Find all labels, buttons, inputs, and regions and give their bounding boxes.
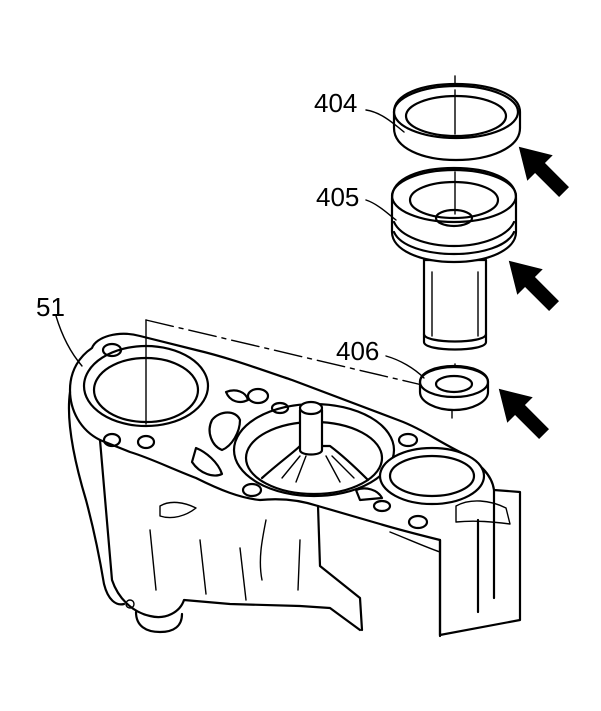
sleeve-bore: [408, 180, 500, 220]
plate-passage: [208, 411, 242, 452]
sleeve-stem-end: [422, 332, 488, 343]
label-404: 404: [314, 88, 357, 118]
bolt-hole-icon: [125, 599, 135, 609]
seal-ring-outer: [392, 82, 522, 162]
leader-lines: [55, 109, 425, 379]
plate-hole-icon: [397, 432, 419, 448]
leader-406: [385, 355, 425, 379]
housing-bottom-boss: [134, 610, 184, 634]
washer-hole: [434, 374, 474, 394]
plate-hole-icon: [136, 434, 156, 450]
plate-passage: [354, 487, 384, 502]
housing-rib-details: [149, 500, 511, 601]
housing-right-wall: [438, 488, 496, 638]
washer-outer: [418, 364, 490, 412]
label-405: 405: [316, 182, 359, 212]
arrow-406-icon: [498, 388, 549, 439]
right-bore-inner: [388, 454, 476, 498]
arrow-405-icon: [508, 260, 559, 311]
sleeve-head: [390, 166, 518, 264]
plate-hole-icon: [246, 387, 270, 405]
sleeve-inner-hole: [434, 208, 474, 228]
plate-passage: [224, 389, 250, 403]
sleeve-stem-shading: [431, 271, 479, 337]
arrow-404-icon: [518, 146, 569, 197]
leader-404: [365, 109, 405, 133]
sleeve-405: [390, 166, 518, 351]
leader-51: [55, 315, 83, 367]
center-shaft: [298, 408, 324, 456]
plate-hole-icon: [101, 342, 123, 358]
sleeve-groove: [392, 220, 516, 256]
housing-front-wall: [98, 438, 362, 632]
plate-hole-icon: [372, 499, 392, 513]
direction-arrows: [498, 146, 569, 439]
label-406: 406: [336, 336, 379, 366]
dashed-guide-line: [145, 319, 453, 393]
washer-406: [418, 364, 490, 412]
housing-body-walls: [67, 390, 126, 606]
sleeve-stem: [422, 258, 488, 351]
plate-hole-icon: [407, 514, 429, 530]
leader-405: [365, 199, 397, 221]
plate-hole-icon: [102, 432, 122, 448]
shaft-top: [298, 400, 324, 416]
center-cone-ribs: [281, 455, 355, 483]
right-bore: [378, 446, 486, 506]
sleeve-rim: [390, 168, 518, 224]
seal-ring-top: [392, 84, 520, 140]
plate-passage: [190, 446, 224, 477]
seal-ring-inner: [404, 94, 508, 138]
plate-hole-icon: [241, 482, 263, 498]
seal-ring-404: [392, 82, 522, 162]
housing-side-edge: [316, 504, 364, 632]
label-51: 51: [36, 292, 65, 322]
washer-top: [418, 365, 490, 399]
plate-hole-icon: [270, 401, 290, 415]
